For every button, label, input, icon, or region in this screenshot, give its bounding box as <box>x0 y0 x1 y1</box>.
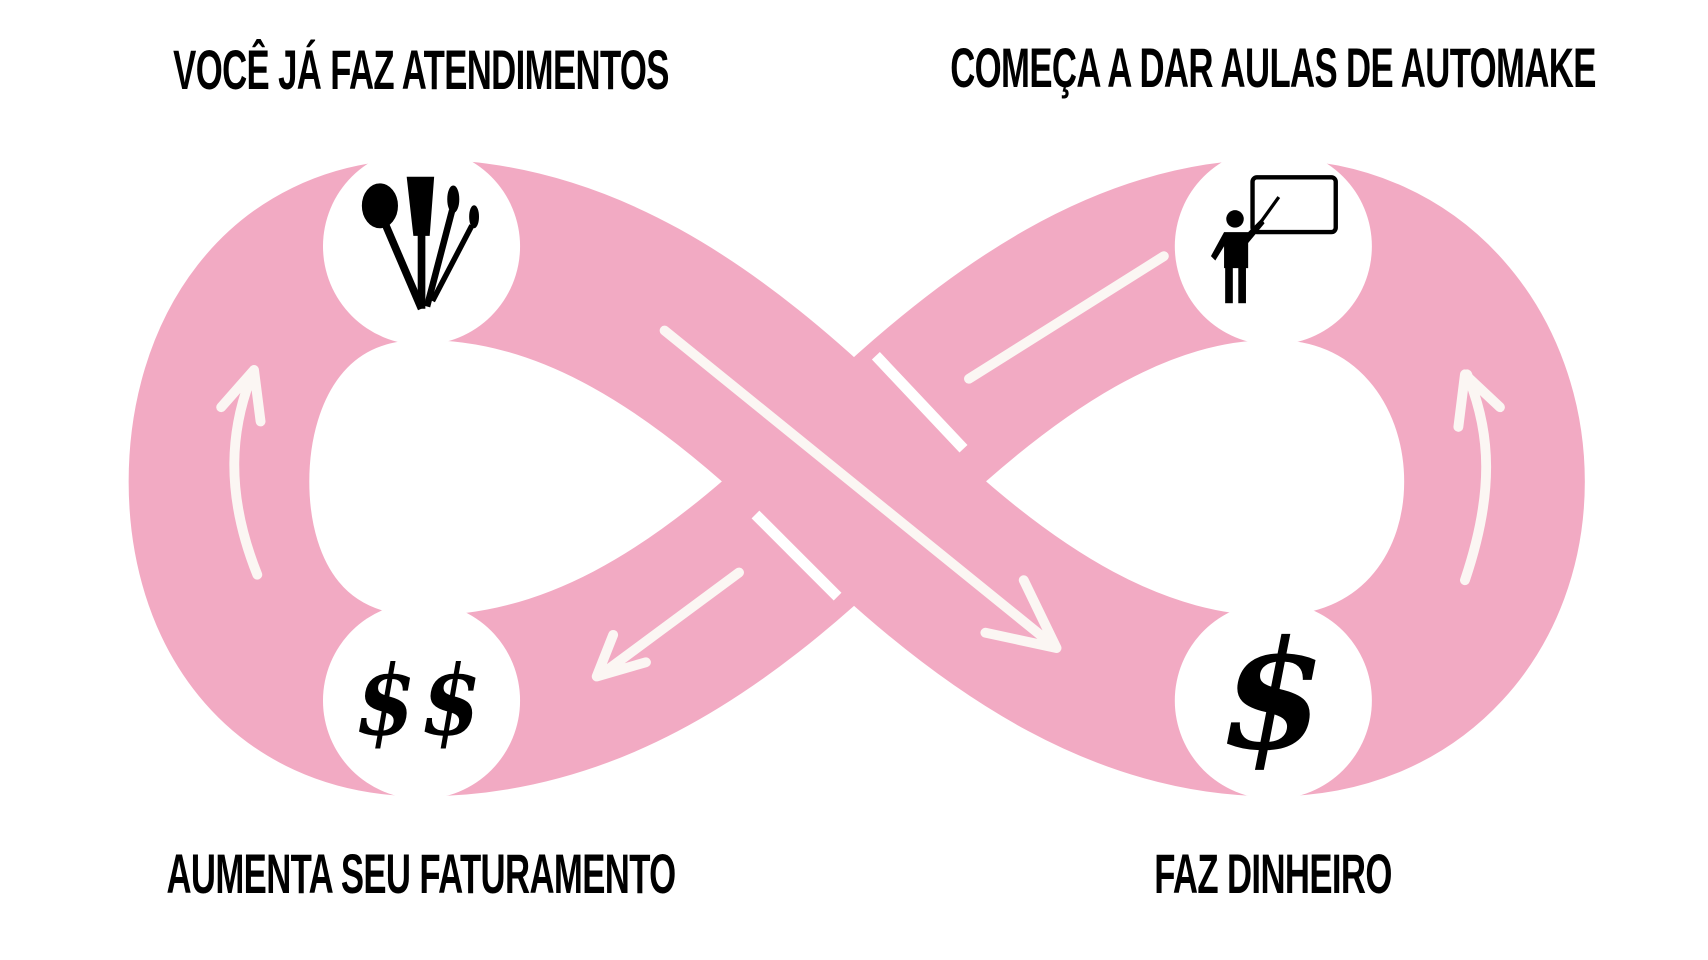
arrow-diagonal-center <box>659 325 1062 653</box>
arrow-up-right <box>1453 369 1505 586</box>
makeup-brushes-icon <box>361 176 480 311</box>
step-label-revenue: AUMENTA SEU FATURAMENTO <box>166 842 676 905</box>
step-circle <box>1174 147 1372 345</box>
dollar-symbol: $ <box>1220 608 1326 784</box>
teacher-board-icon <box>1210 175 1338 304</box>
arrow-up-right-diagonal <box>964 251 1169 384</box>
arrow-up-left <box>216 365 266 580</box>
step-circle <box>1174 602 1372 800</box>
arrow-down-left <box>591 567 744 682</box>
crossing-gap <box>751 510 842 601</box>
step-label-attend: VOCÊ JÁ FAZ ATENDIMENTOS <box>173 38 669 101</box>
step-label-teach: COMEÇA A DAR AULAS DE AUTOMAKE <box>950 36 1596 99</box>
crossing-gap <box>871 352 968 453</box>
step-circle <box>322 602 521 800</box>
dollar-symbol-double: $$ <box>355 644 487 758</box>
step-label-money: FAZ DINHEIRO <box>1154 842 1392 905</box>
